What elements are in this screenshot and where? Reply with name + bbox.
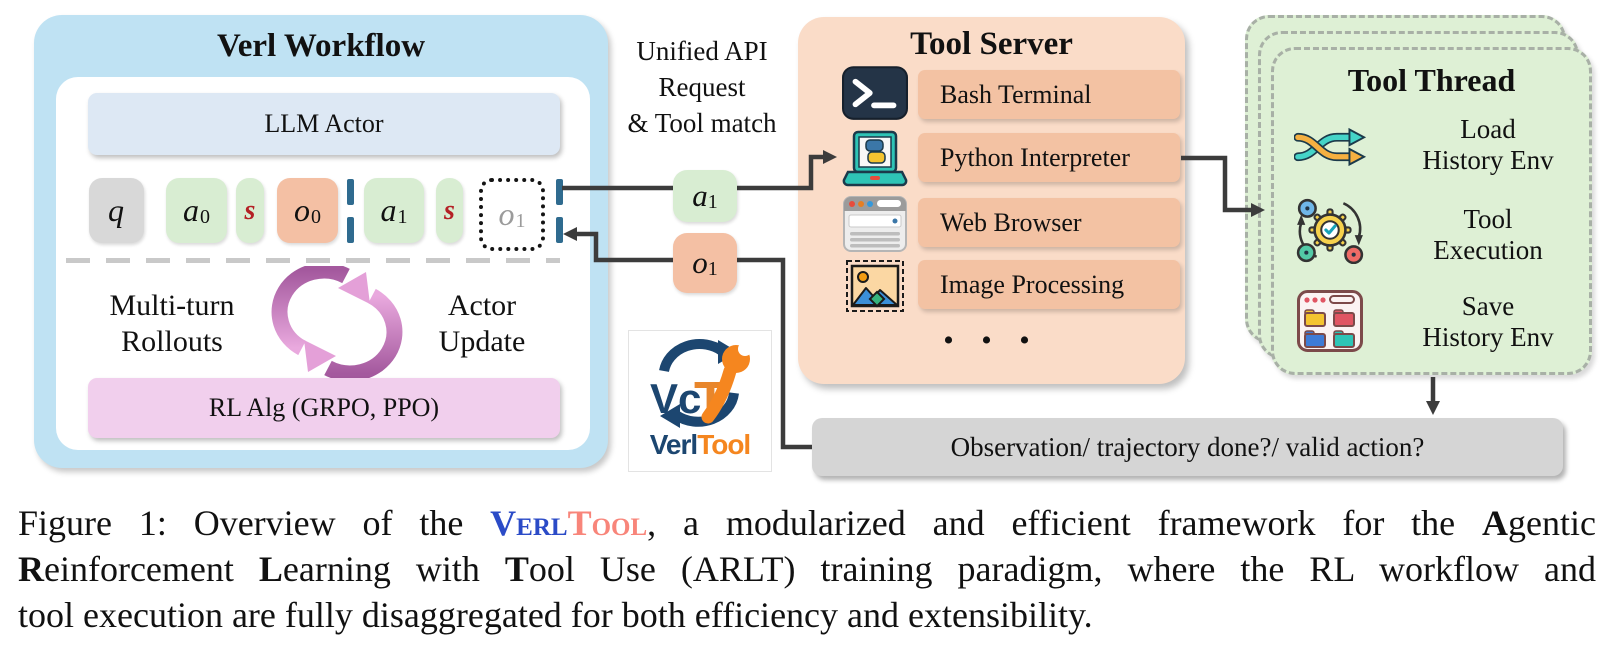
rl-alg-box: RL Alg (GRPO, PPO) (88, 378, 560, 438)
step-load-history-label: Load History Env (1422, 114, 1554, 175)
step-tool-execution-label: Tool Execution (1433, 204, 1543, 265)
arrow-toolserver-to-thread (1181, 155, 1265, 217)
tool-label-web: Web Browser (918, 198, 1180, 247)
status-bar: Observation/ trajectory done?/ valid act… (812, 418, 1563, 476)
rl-alg-label: RL Alg (GRPO, PPO) (208, 393, 440, 422)
cycle-arrows-icon (271, 266, 403, 378)
web-browser-icon (843, 196, 907, 252)
caption-line-1: Figure 1: Overview of the VerlTool, a mo… (18, 503, 1596, 543)
section-divider-dashed (66, 258, 560, 263)
folders-window-icon (1297, 290, 1363, 352)
more-tools-ellipsis: • • • (943, 324, 1040, 357)
figure-caption: Figure 1: Overview of the VerlTool, a mo… (18, 500, 1596, 638)
caption-line-3: tool execution are fully disaggregated f… (18, 595, 1093, 635)
llm-actor-box: LLM Actor (88, 93, 560, 155)
tool-server-title: Tool Server (910, 26, 1073, 62)
caption-line-2: Reinforcement Learning with Tool Use (AR… (18, 549, 1596, 589)
image-processing-icon (846, 260, 904, 312)
llm-actor-label: LLM Actor (264, 109, 384, 138)
verltool-logo: Vc T VerlTool (628, 330, 772, 472)
tool-label-image: Image Processing (918, 260, 1180, 309)
gear-check-icon (1296, 198, 1364, 264)
status-bar-label: Observation/ trajectory done?/ valid act… (950, 431, 1425, 462)
turn-separator-dash (347, 179, 354, 243)
verl-workflow-title: Verl Workflow (216, 28, 426, 64)
tool-thread-title: Tool Thread (1347, 62, 1516, 98)
bash-terminal-icon (842, 66, 908, 120)
token-s1: s (436, 178, 463, 243)
multi-turn-rollouts-label: Multi-turn Rollouts (109, 289, 235, 358)
turn-separator-dash (556, 179, 563, 243)
token-s0: s (236, 178, 264, 243)
brand-verl: Verl (490, 503, 568, 543)
token-q: q (89, 178, 144, 243)
verltool-logo-mark: Vc T (650, 339, 752, 431)
python-interpreter-icon (842, 130, 908, 187)
actor-update-label: Actor Update (438, 289, 526, 358)
tool-label-bash: Bash Terminal (918, 70, 1180, 119)
unified-api-note: Unified API Request & Tool match (627, 36, 777, 138)
shuffle-arrows-icon (1294, 127, 1366, 167)
brand-tool: Tool (567, 503, 648, 543)
tool-label-python: Python Interpreter (918, 133, 1180, 182)
verltool-wordmark: VerlTool (649, 429, 751, 460)
step-save-history-label: Save History Env (1422, 291, 1554, 352)
